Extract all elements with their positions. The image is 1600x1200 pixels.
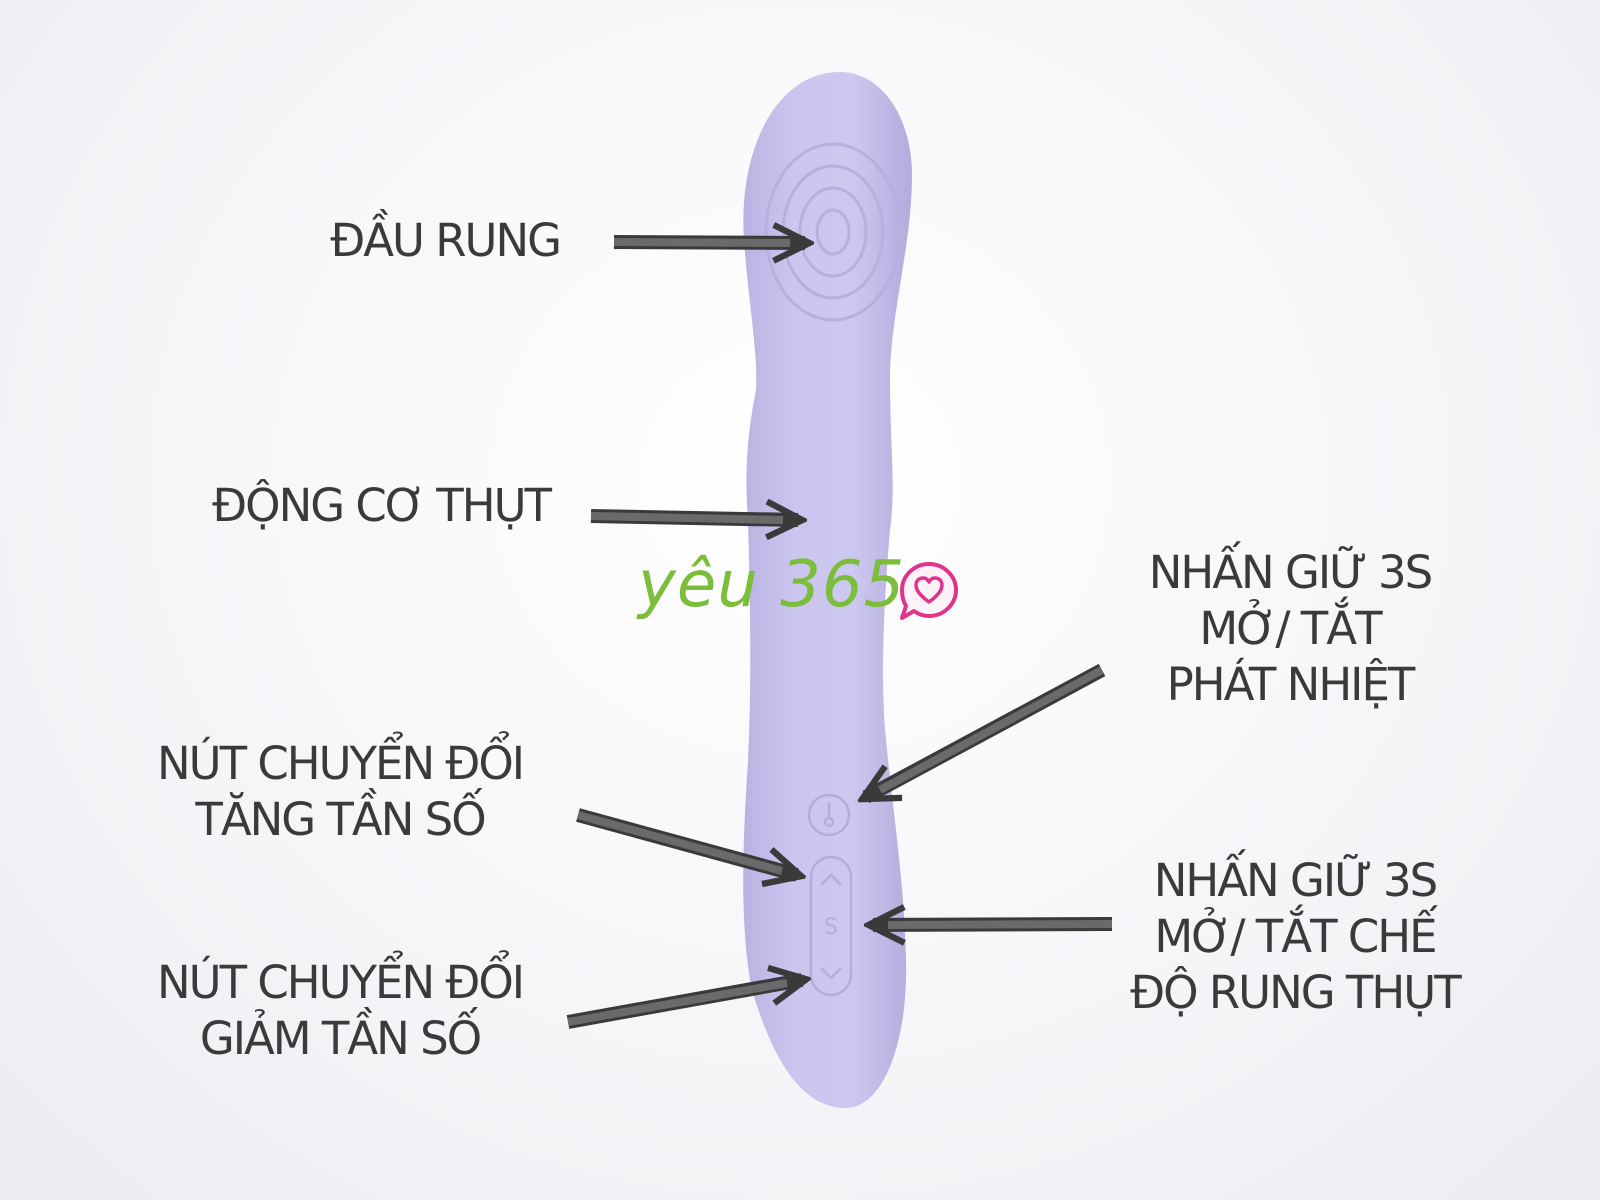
label-heat-hold: NHẤN GIỮ 3S MỞ/ TẮT PHÁT NHIỆT [1148, 546, 1434, 711]
label-vibrating-head: ĐẦU RUNG [330, 214, 562, 267]
control-pill: S [809, 855, 853, 997]
heat-button[interactable] [807, 793, 851, 837]
chevron-up-icon[interactable] [820, 873, 842, 886]
heart-chat-icon [900, 562, 958, 620]
mode-button[interactable]: S [824, 915, 838, 940]
watermark-text: yêu 365 [638, 548, 906, 622]
thermometer-icon [823, 803, 835, 828]
label-thrust-motor: ĐỘNG CƠ THỤT [212, 479, 552, 532]
label-mode-hold: NHẤN GIỮ 3S MỞ/ TẮT CHẾ ĐỘ RUNG THỤT [1130, 854, 1461, 1019]
label-freq-up: NÚT CHUYỂN ĐỔI TĂNG TẦN SỐ [156, 737, 525, 846]
chevron-down-icon[interactable] [820, 967, 842, 980]
label-freq-down: NÚT CHUYỂN ĐỔI GIẢM TẦN SỐ [156, 956, 525, 1065]
